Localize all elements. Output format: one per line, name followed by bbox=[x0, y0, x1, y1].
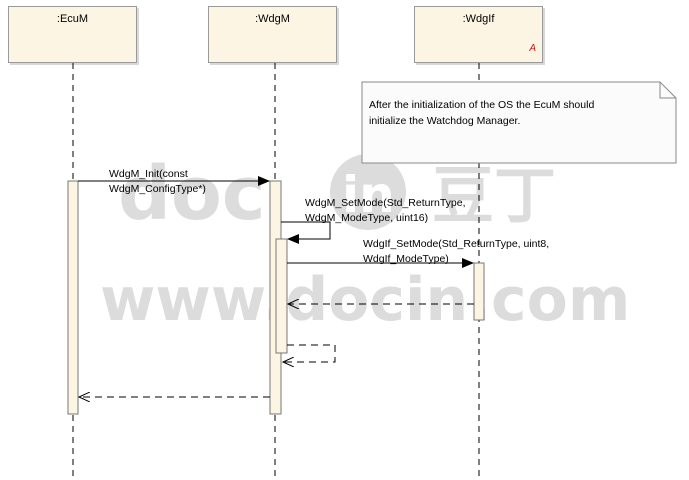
watermark-brand-in: in bbox=[342, 166, 395, 224]
note-line-1: After the initialization of the OS the E… bbox=[369, 99, 594, 111]
lifeline-wdgm-title: :WdgM bbox=[255, 13, 290, 25]
message-wdgif-setmode-line-2: WdgIf_ModeType) bbox=[363, 253, 449, 265]
message-wdgm-setmode-line-2: WdgM_ModeType, uint16) bbox=[305, 212, 428, 224]
watermark-brand: doc bbox=[118, 151, 266, 237]
watermark-url: www.docin.com bbox=[100, 265, 630, 335]
message-wdgm-init-line-2: WdgM_ConfigType*) bbox=[109, 183, 206, 195]
activation-wdgif bbox=[473, 262, 485, 321]
return-wdgm-setmode-arrow bbox=[283, 344, 336, 362]
note: After the initialization of the OS the E… bbox=[361, 81, 677, 164]
lifeline-ecum: :EcuM bbox=[8, 6, 137, 63]
activation-wdgm-nested bbox=[275, 238, 288, 354]
lifeline-wdgm: :WdgM bbox=[208, 6, 337, 63]
watermark-circle bbox=[330, 154, 406, 230]
message-wdgm-setmode-line-1: WdgM_SetMode(Std_ReturnType, bbox=[305, 197, 466, 209]
note-line-2: initialize the Watchdog Manager. bbox=[369, 115, 520, 127]
abstract-marker: A bbox=[529, 43, 536, 54]
activation-ecum bbox=[67, 180, 79, 415]
lifeline-wdgif-title: :WdgIf bbox=[462, 13, 495, 25]
lifeline-ecum-title: :EcuM bbox=[56, 13, 89, 25]
watermark-brand-cn: 豆丁 bbox=[432, 159, 556, 232]
message-wdgm-init-line-1: WdgM_Init(const bbox=[109, 168, 188, 180]
message-wdgm-setmode-arrow bbox=[281, 221, 331, 244]
lifeline-wdgif: :WdgIf A bbox=[414, 6, 543, 63]
message-wdgif-setmode-line-1: WdgIf_SetMode(Std_ReturnType, uint8, bbox=[363, 238, 549, 250]
